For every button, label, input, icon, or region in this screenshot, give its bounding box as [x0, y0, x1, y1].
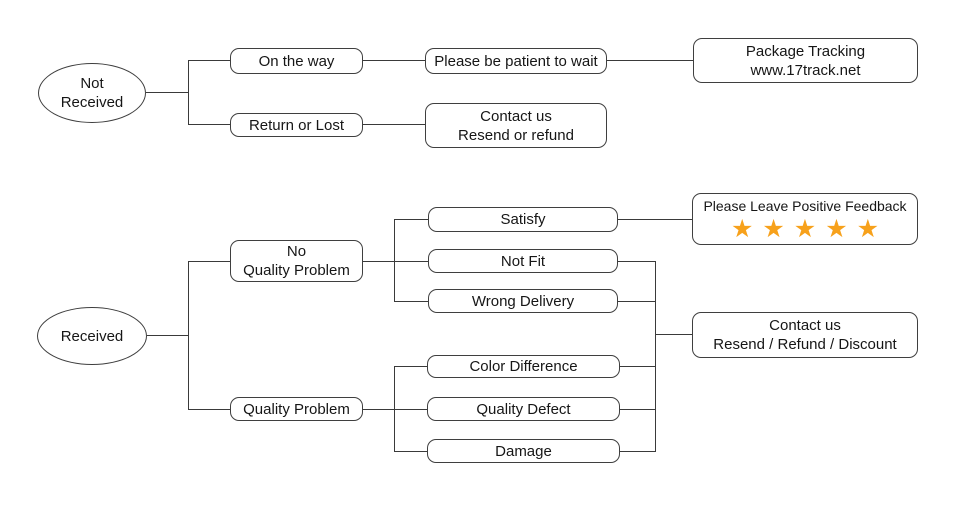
connector-to-on-the-way: [188, 60, 230, 61]
node-contact-us-not-received: Contact us Resend or refund: [425, 103, 607, 148]
node-package-tracking-label-line2: www.17track.net: [750, 61, 861, 79]
connector-to-damage: [394, 451, 427, 452]
five-stars-icon: ★★★★★: [730, 215, 889, 243]
connector-to-color-difference: [394, 366, 427, 367]
connector-received-branch: [188, 261, 189, 410]
node-package-tracking: Package Tracking www.17track.net: [693, 38, 918, 83]
connector-qp-to-quality-defect: [363, 409, 427, 410]
node-on-the-way: On the way: [230, 48, 363, 74]
node-wrong-delivery: Wrong Delivery: [428, 289, 618, 313]
node-damage-label: Damage: [495, 442, 552, 460]
node-satisfy: Satisfy: [428, 207, 618, 232]
node-no-quality-problem-line2: Quality Problem: [243, 262, 350, 279]
node-received-label: Received: [60, 327, 124, 345]
node-quality-defect-label: Quality Defect: [476, 400, 571, 418]
node-on-the-way-label: On the way: [258, 52, 335, 70]
node-quality-problem-label: Quality Problem: [243, 400, 350, 418]
connector-not-received-branch: [188, 60, 189, 125]
node-contact-us-received: Contact us Resend / Refund / Discount: [692, 312, 918, 358]
node-not-fit: Not Fit: [428, 249, 618, 273]
node-return-or-lost-label: Return or Lost: [248, 116, 345, 134]
connector-not-received-stem: [146, 92, 188, 93]
connector-quality-defect-to-rail: [620, 409, 655, 410]
connector-nqp-fanout: [394, 219, 395, 302]
connector-on-the-way-to-patient: [363, 60, 425, 61]
connector-return-to-contact: [363, 124, 425, 125]
connector-to-return-or-lost: [188, 124, 230, 125]
node-no-quality-problem-line1: No: [286, 243, 307, 260]
node-package-tracking-label-line1: Package Tracking: [745, 42, 866, 60]
node-damage: Damage: [427, 439, 620, 463]
node-wrong-delivery-label: Wrong Delivery: [471, 292, 575, 310]
node-received: Received: [37, 307, 147, 365]
connector-received-stem: [147, 335, 188, 336]
node-please-be-patient: Please be patient to wait: [425, 48, 607, 74]
node-not-received-label-line1: Not: [80, 75, 104, 92]
connector-color-difference-to-rail: [620, 366, 655, 367]
node-not-received-label-line2: Received: [60, 94, 124, 111]
node-no-quality-problem: No Quality Problem: [230, 240, 363, 282]
node-not-received: Not Received: [38, 63, 146, 123]
node-quality-defect: Quality Defect: [427, 397, 620, 421]
node-please-be-patient-label: Please be patient to wait: [434, 52, 598, 70]
node-positive-feedback: Please Leave Positive Feedback ★★★★★: [692, 193, 918, 245]
connector-to-satisfy: [394, 219, 428, 220]
node-color-difference-label: Color Difference: [469, 358, 578, 375]
node-contact-us-not-received-line2: Resend or refund: [458, 126, 574, 144]
node-satisfy-label: Satisfy: [500, 211, 546, 228]
connector-damage-to-rail: [620, 451, 655, 452]
node-return-or-lost: Return or Lost: [230, 113, 363, 137]
node-positive-feedback-label: Please Leave Positive Feedback: [703, 198, 907, 214]
node-color-difference: Color Difference: [427, 355, 620, 378]
connector-satisfy-to-feedback: [618, 219, 692, 220]
connector-to-quality-problem: [188, 409, 230, 410]
connector-wrong-delivery-to-rail: [618, 301, 655, 302]
connector-patient-to-tracking: [607, 60, 693, 61]
connector-to-wrong-delivery: [394, 301, 428, 302]
connector-rail-to-contact: [655, 334, 692, 335]
connector-merge-rail: [655, 261, 656, 452]
connector-qp-fanout: [394, 366, 395, 452]
node-contact-us-not-received-line1: Contact us: [480, 107, 552, 125]
node-not-fit-label: Not Fit: [500, 252, 546, 270]
node-contact-us-received-line1: Contact us: [769, 317, 841, 334]
node-quality-problem: Quality Problem: [230, 397, 363, 421]
connector-not-fit-to-rail: [618, 261, 655, 262]
connector-to-no-quality-problem: [188, 261, 230, 262]
connector-nqp-to-not-fit: [363, 261, 428, 262]
node-contact-us-received-line2: Resend / Refund / Discount: [713, 336, 897, 353]
